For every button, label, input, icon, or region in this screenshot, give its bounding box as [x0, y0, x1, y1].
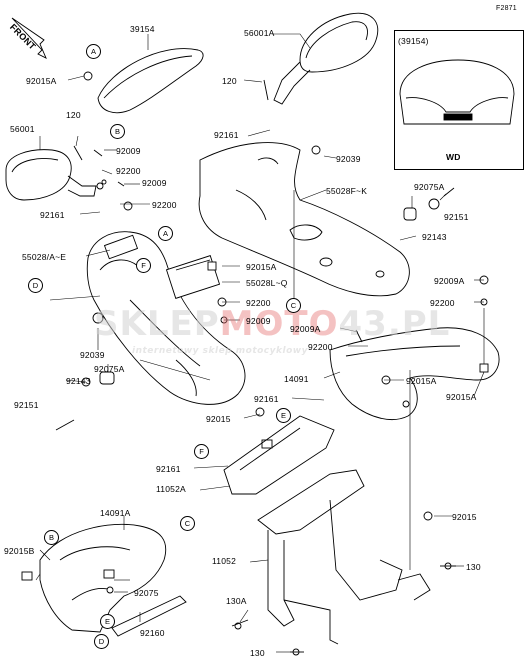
side-panel-14091-part	[329, 327, 500, 420]
part-label-120: 120	[66, 110, 81, 120]
ref-marker-a: A	[86, 44, 101, 59]
part-label-92075: 92075	[134, 588, 159, 598]
part-label-92151: 92151	[14, 400, 39, 410]
windshield-part	[97, 48, 204, 114]
part-label-92075A: 92075A	[94, 364, 125, 374]
inset-part-label: (39154)	[398, 36, 429, 46]
part-label-92015B: 92015B	[4, 546, 35, 556]
part-label-92015: 92015	[206, 414, 231, 424]
bracket-11052A-part	[223, 415, 335, 495]
part-label-92009A: 92009A	[434, 276, 465, 286]
part-label-92015A: 92015A	[446, 392, 477, 402]
ref-marker-b: B	[110, 124, 125, 139]
part-label-120: 120	[222, 76, 237, 86]
part-label-92015: 92015	[452, 512, 477, 522]
part-label-92200: 92200	[430, 298, 455, 308]
ref-marker-f: F	[136, 258, 151, 273]
inset-windshield-part	[399, 59, 515, 125]
part-label-130: 130	[250, 648, 265, 658]
ref-marker-d: D	[94, 634, 109, 649]
mirror-left-part	[5, 149, 97, 201]
part-label-92200: 92200	[116, 166, 141, 176]
diagram-id: F2871	[496, 5, 517, 12]
part-label-55028L-Q: 55028L~Q	[246, 278, 288, 288]
inner-panel-14091A-part	[39, 523, 167, 633]
leader-lines	[35, 33, 485, 653]
part-label-14091A: 14091A	[100, 508, 131, 518]
stay-11052-part	[257, 469, 431, 645]
fasteners	[21, 71, 489, 656]
part-label-92015A: 92015A	[246, 262, 277, 272]
part-label-56001A: 56001A	[244, 28, 275, 38]
part-label-39154: 39154	[130, 24, 155, 34]
part-label-92009: 92009	[116, 146, 141, 156]
side-cowl-left-part	[86, 231, 246, 405]
bolts	[55, 79, 456, 653]
ref-marker-b: B	[44, 530, 59, 545]
watermark-tagline: internetowy sklep motocyklowy	[132, 346, 308, 356]
part-label-92151: 92151	[444, 212, 469, 222]
upper-cowl-right-part	[198, 142, 410, 297]
part-label-92161: 92161	[40, 210, 65, 220]
ref-marker-c: C	[286, 298, 301, 313]
part-label-92075A: 92075A	[414, 182, 445, 192]
ref-marker-d: D	[28, 278, 43, 293]
ref-marker-f: F	[194, 444, 209, 459]
mirror-right-part	[273, 12, 379, 105]
part-label-92200: 92200	[152, 200, 177, 210]
watermark-brand: SKLEPMOTO43.PL	[94, 304, 451, 344]
part-label-130A: 130A	[226, 596, 247, 606]
part-label-92143: 92143	[66, 376, 91, 386]
ref-marker-c: C	[180, 516, 195, 531]
part-label-11052A: 11052A	[156, 484, 186, 494]
part-label-92161: 92161	[254, 394, 279, 404]
part-label-92009A: 92009A	[290, 324, 321, 334]
part-label-92015A: 92015A	[26, 76, 57, 86]
part-label-56001: 56001	[10, 124, 35, 134]
part-label-92039: 92039	[80, 350, 105, 360]
part-label-92161: 92161	[156, 464, 181, 474]
part-label-92039: 92039	[336, 154, 361, 164]
part-label-130: 130	[466, 562, 481, 572]
part-label-92143: 92143	[422, 232, 447, 242]
part-label-14091: 14091	[284, 374, 309, 384]
part-label-92009: 92009	[142, 178, 167, 188]
part-label-11052: 11052	[212, 556, 237, 566]
part-label-92009: 92009	[246, 316, 271, 326]
ref-marker-e: E	[100, 614, 115, 629]
trim-strip-part	[111, 595, 187, 637]
ref-marker-e: E	[276, 408, 291, 423]
part-label-92200: 92200	[308, 342, 333, 352]
inset-caption: WD	[446, 152, 461, 162]
front-arrow-icon	[11, 17, 47, 59]
part-label-92161: 92161	[214, 130, 239, 140]
part-label-55028A-E: 55028/A~E	[22, 252, 67, 262]
inset-box	[394, 30, 524, 170]
part-label-92160: 92160	[140, 628, 165, 638]
part-label-92200: 92200	[246, 298, 271, 308]
part-label-92015A: 92015A	[406, 376, 437, 386]
ref-marker-a: A	[158, 226, 173, 241]
part-label-55028F-K: 55028F~K	[326, 186, 368, 196]
